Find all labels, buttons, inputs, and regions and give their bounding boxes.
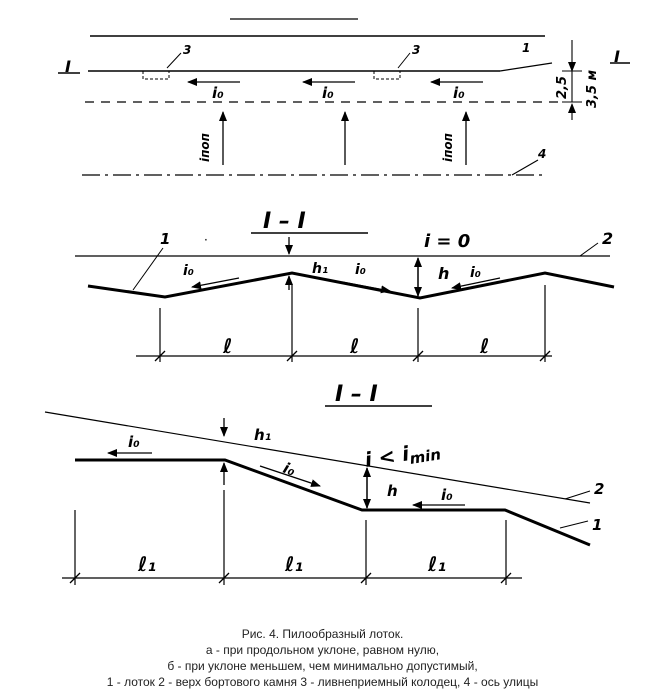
i-less-label: i < imin [363,436,442,475]
spacing-label-b1: ℓ₁ [137,552,156,576]
h-label-b: h [387,482,398,500]
caption-line-2: а - при продольном уклоне, равном нулю, [205,643,440,657]
slope-arrow-a1 [191,277,240,290]
curb-top-line-b [44,411,591,504]
inlet-label-b: 3 [412,43,420,57]
slope-label-b2: i₀ [281,459,299,480]
slope-arrow-b2 [259,465,321,487]
tray-leader-a [132,247,164,291]
slope-label-3: i₀ [453,84,465,102]
h1-label-b: h₁ [254,426,271,444]
curb-leader-b [564,490,591,500]
caption-line-1: Рис. 4. Пилообразный лоток. [241,627,404,641]
curb-leader-a [579,242,599,257]
curb-label-b: 2 [594,480,604,498]
cross-slope-label-1: iпоп [198,133,212,162]
i-equals-label: i = 0 [424,231,470,252]
spacing-label-a3: ℓ [479,334,489,358]
slope-label-a1: i₀ [183,263,194,279]
slope-label-a3: i₀ [470,265,481,281]
dim-total-label: 3,5 м [585,69,600,108]
curb-label-a: 2 [602,229,613,248]
plan-view: I I 3 3 1 i₀ i₀ i₀ iпоп iпоп 4 2,5 3,5 м [58,18,630,176]
stepped-tray-b [75,458,591,547]
tray-leader-b [559,520,589,529]
section-a-title: I – I [263,209,306,234]
dim-ticks-b [69,572,512,584]
section-marker-right: I [614,47,620,66]
inlet-grate-b [373,70,401,80]
dim-small-label: 2,5 [555,76,570,99]
inlet-grate-a [142,70,170,80]
figure-caption: Рис. 4. Пилообразный лоток. а - при прод… [0,626,645,690]
spacing-label-a2: ℓ [349,334,359,358]
spacing-label-a1: ℓ [222,334,232,358]
slope-arrow-a3 [451,277,501,291]
inlet-leader-b [397,52,411,69]
dim-ticks-a [154,350,551,362]
caption-line-4: 1 - лоток 2 - верх бортового камня 3 - л… [106,675,539,689]
spacing-label-b3: ℓ₁ [427,552,446,576]
sawtooth-tray-a [87,271,615,300]
cross-slope-label-2: iпоп [441,133,455,162]
inlet-leader-a [166,52,182,69]
slope-label-a2: i₀ [355,262,366,278]
section-a: I – I 2 1 · h₁ i = 0 h i₀ i₀ i₀ ℓ [75,209,615,362]
tray-label-a: 1 [160,230,170,248]
slope-label-1: i₀ [212,84,224,102]
h1-label-a: h₁ [312,261,328,277]
plan-curb-leader [499,62,553,72]
slope-label-b1: i₀ [128,433,140,451]
section-b-title: I – I [335,382,378,407]
spacing-label-b2: ℓ₁ [284,552,303,576]
slope-label-b3: i₀ [441,486,453,504]
inlet-label-a: 3 [183,43,191,57]
tray-label-b: 1 [592,516,602,534]
curb-label: 1 [522,41,530,55]
section-marker-left: I [65,57,71,76]
slope-label-2: i₀ [322,84,334,102]
dot-mark: · [204,233,208,247]
section-b: I – I 2 1 h₁ h i < imin i₀ i₀ i₀ [44,382,604,585]
slope-arrow-a2 [341,281,391,294]
axis-leader [511,159,539,176]
caption-line-3: б - при уклоне меньшем, чем минимально д… [167,659,478,673]
h-label-a: h [438,264,449,283]
axis-label: 4 [537,147,546,161]
